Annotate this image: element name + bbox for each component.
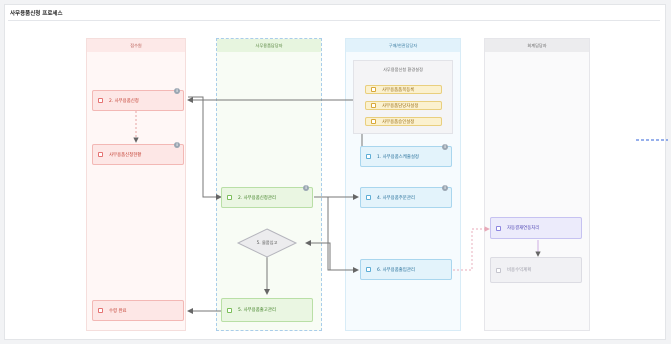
step-order-manage[interactable]: 6. 사무용품출입관리 xyxy=(360,259,452,280)
checkbox-icon xyxy=(227,195,232,200)
step-issue-manage-label: 5. 사무용품출고관리 xyxy=(238,308,276,313)
step-expense-manage[interactable]: 자동결재연동처리 xyxy=(490,217,582,239)
checkbox-icon xyxy=(496,267,501,273)
checkbox-icon xyxy=(366,195,371,200)
checkbox-icon xyxy=(227,307,232,313)
lane-requester: 접수원 xyxy=(86,38,186,331)
checkbox-icon xyxy=(98,308,103,313)
env-item-label: 사무용품담당자설정 xyxy=(382,103,419,109)
info-icon[interactable]: i xyxy=(442,144,448,150)
environment-settings-title: 사무용품신청 환경설정 xyxy=(383,67,423,72)
lane-office-manager: 사무용품담당자 xyxy=(216,38,322,331)
step-env-setup[interactable]: 1. 사무용품스케줄설정 i xyxy=(360,144,452,167)
info-icon[interactable]: i xyxy=(174,88,180,94)
step-expense-done-label: 비용수익계획 xyxy=(507,268,532,273)
lane-office-manager-header: 사무용품담당자 xyxy=(217,39,321,52)
step-env-setup-label: 1. 사무용품스케줄설정 xyxy=(377,154,419,160)
step-request-manage-label: 2. 사무용품신청관리 xyxy=(238,195,276,201)
env-item-label: 사무용품승인설정 xyxy=(382,119,415,125)
step-expense-manage-label: 자동결재연동처리 xyxy=(507,226,540,231)
step-expense-done[interactable]: 비용수익계획 xyxy=(490,257,582,283)
stock-check-diamond xyxy=(236,228,298,258)
stock-check-label: 5. 물품입고 xyxy=(256,240,278,245)
checkbox-icon xyxy=(98,98,103,103)
checkbox-icon xyxy=(496,225,501,231)
checkbox-icon xyxy=(366,154,371,159)
step-purchase-manage[interactable]: 4. 사무용품주문관리 i xyxy=(360,185,452,208)
lane-finance-manager-header: 회계담당자 xyxy=(485,39,589,52)
info-icon[interactable]: i xyxy=(174,142,180,148)
checkbox-icon xyxy=(371,103,376,108)
environment-settings-panel: 사무용품신청 환경설정 사무용품품목등록 사무용품담당자설정 사무용품승인설정 xyxy=(353,60,453,134)
info-icon[interactable]: i xyxy=(303,185,309,191)
page-title: 사무용품신청 프로세스 xyxy=(10,11,63,17)
title-divider xyxy=(8,20,660,21)
step-request[interactable]: 2. 사무용품신청 i xyxy=(92,88,184,111)
checkbox-icon xyxy=(371,87,376,92)
checkbox-icon xyxy=(98,152,103,157)
step-receipt-done-label: 수령 완료 xyxy=(109,308,127,314)
step-request-manage[interactable]: 2. 사무용품신청관리 i xyxy=(221,185,313,208)
checkbox-icon xyxy=(366,267,371,272)
env-item-product-register[interactable]: 사무용품품목등록 xyxy=(365,85,442,94)
env-item-manager-setting[interactable]: 사무용품담당자설정 xyxy=(365,101,442,110)
step-request-status-label: 사무용품신청현황 xyxy=(109,152,142,158)
env-item-approval-setting[interactable]: 사무용품승인설정 xyxy=(365,117,442,126)
lane-purchase-manager-header: 구매/현관담당자 xyxy=(346,39,460,52)
step-request-label: 2. 사무용품신청 xyxy=(109,98,139,104)
env-item-label: 사무용품품목등록 xyxy=(382,87,415,93)
step-order-manage-label: 6. 사무용품출입관리 xyxy=(377,267,415,273)
step-purchase-manage-label: 4. 사무용품주문관리 xyxy=(377,195,415,201)
lane-requester-header: 접수원 xyxy=(87,39,185,52)
step-receipt-done[interactable]: 수령 완료 xyxy=(92,300,184,321)
step-request-status[interactable]: 사무용품신청현황 i xyxy=(92,142,184,165)
step-issue-manage[interactable]: 5. 사무용품출고관리 xyxy=(221,298,313,322)
info-icon[interactable]: i xyxy=(442,185,448,191)
checkbox-icon xyxy=(371,119,376,124)
